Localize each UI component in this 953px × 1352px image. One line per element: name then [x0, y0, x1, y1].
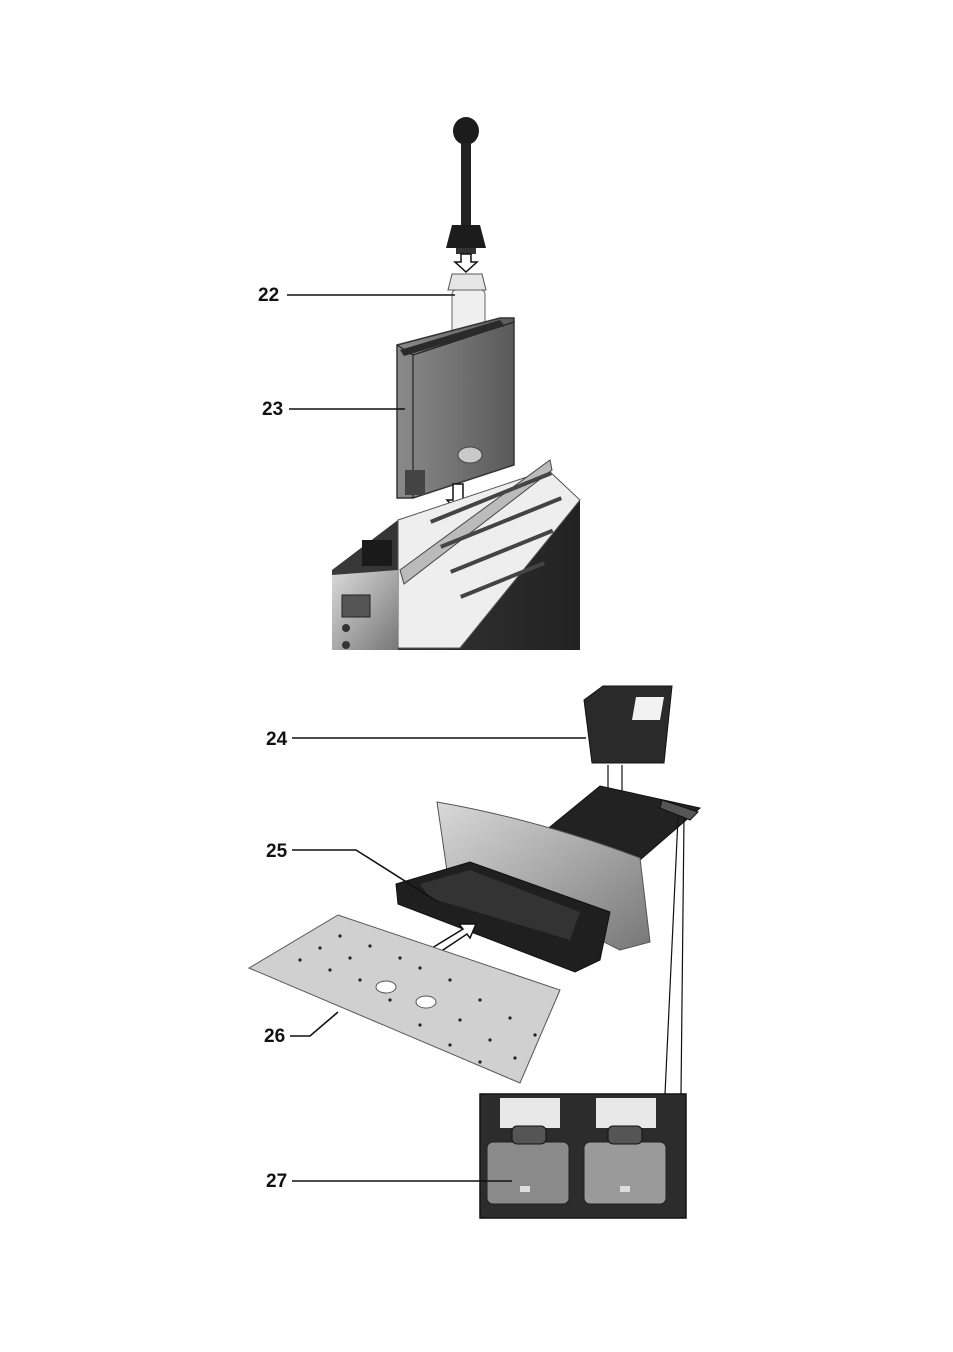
- detail-inset: [480, 1094, 686, 1218]
- insert-arrow-top: [455, 254, 477, 272]
- water-tank: [397, 318, 514, 498]
- grounds-container: [584, 686, 672, 763]
- filter-tool: [446, 117, 486, 254]
